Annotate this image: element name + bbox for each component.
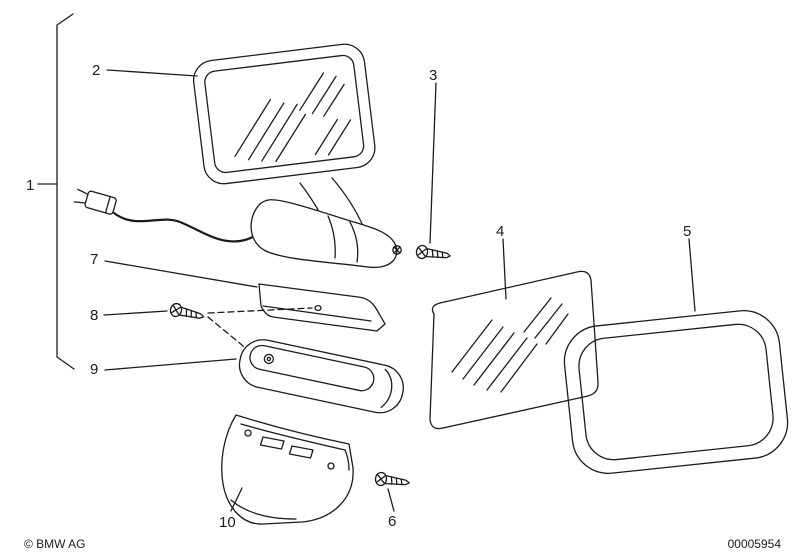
callout-label-8: 8 (90, 307, 98, 324)
mirror-arm-base (250, 177, 402, 269)
copyright-text: © BMW AG (24, 537, 86, 551)
document-number: 00005954 (727, 537, 781, 551)
callout-label-1: 1 (26, 177, 34, 194)
callout-label-10: 10 (219, 514, 236, 531)
callout-label-5: 5 (683, 223, 691, 240)
power-cord (73, 188, 271, 243)
housing-glass-hatching (234, 72, 352, 162)
screw-3 (414, 244, 452, 264)
mirror-glass (429, 270, 599, 430)
callout-3-leader (429, 82, 437, 244)
callout-9-leader (104, 358, 237, 371)
callout-2-leader (106, 69, 198, 77)
mirror-glass-hatching (451, 297, 569, 393)
callout-5-leader (688, 238, 696, 312)
callout-4-leader (502, 238, 507, 300)
screw-8 (168, 301, 206, 324)
callout-10-leader (230, 487, 243, 512)
callout-label-6: 6 (388, 513, 396, 530)
callout-7-leader (104, 260, 258, 288)
callout-6-leader (387, 488, 395, 512)
callout-label-7: 7 (90, 251, 98, 268)
callout-8-leader (103, 310, 168, 316)
callout-label-9: 9 (90, 361, 98, 378)
mirror-housing (192, 43, 376, 185)
assembly-bracket (37, 13, 75, 370)
base-plate (238, 339, 404, 414)
connector-plug (73, 188, 117, 215)
clamp-bracket (221, 414, 354, 525)
cover-strip (258, 283, 386, 332)
callout-labels: 1 2 3 4 5 6 7 8 9 10 (26, 62, 691, 531)
callout-leaders (103, 69, 696, 512)
callout-label-4: 4 (496, 223, 504, 240)
screw-6 (373, 471, 411, 491)
callout-label-2: 2 (92, 62, 100, 79)
callout-label-3: 3 (429, 67, 437, 84)
mirror-frame (563, 310, 789, 474)
